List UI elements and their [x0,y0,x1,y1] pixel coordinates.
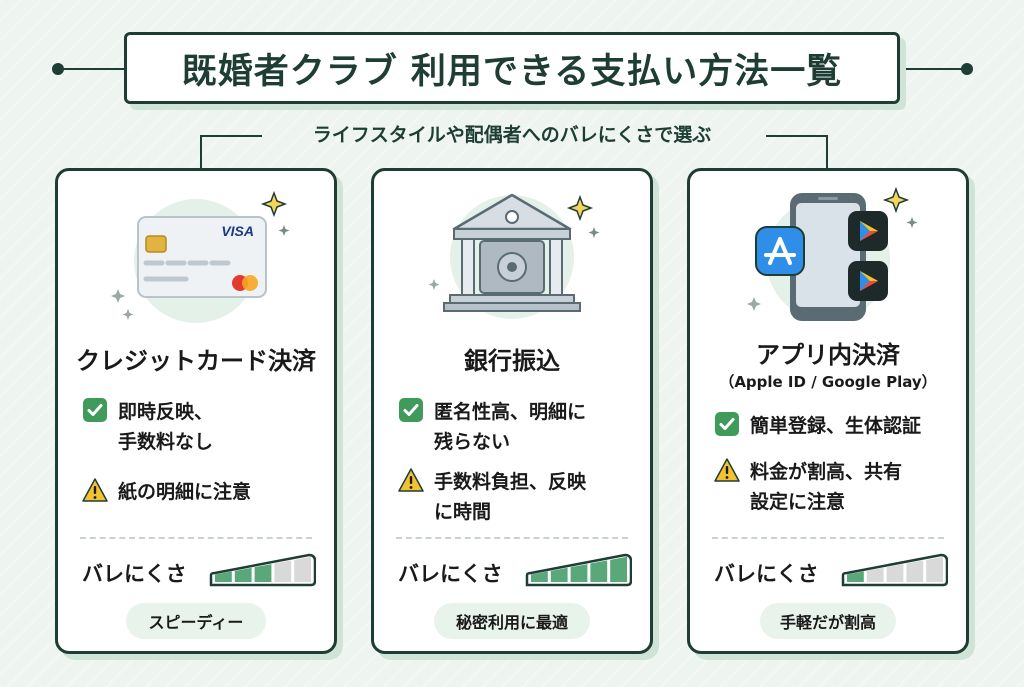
card-subtitle: （Apple ID / Google Play） [719,373,937,391]
title-rule-right [898,68,968,70]
con-text: 料金が割高、共有 [750,461,903,483]
meter-label: バレにくさ [82,562,187,586]
meter-segment-empty [866,567,884,582]
con-text: 紙の明細に注意 [118,481,252,503]
meter-segment-filled [254,564,272,582]
divider [712,537,944,539]
pro-point: 簡単登録、生体認証 [714,411,960,441]
stealth-meter [525,553,632,587]
checkmark-icon [715,412,739,436]
stealth-meter [209,553,316,587]
smartphone-app-store-icon [747,186,918,321]
meter-segment-filled [550,567,568,582]
tag-pill: 秘密利用に最適 [434,603,590,639]
subtitle-bracket-right [766,135,828,169]
card-credit-card: VISA クレジットカード決済 即時反映、手数料なし 紙の明細に注意 バレにくさ… [55,168,337,654]
card-title: 銀行振込 [464,347,560,375]
card-bank-transfer: 銀行振込 匿名性高、明細に残らない 手数料負担、反映に時間 バレにくさ 秘密利用… [371,168,653,654]
meter-segment-filled [570,564,588,582]
stealth-meter [841,553,948,587]
meter-segment-filled [215,571,232,582]
meter-segment-empty [926,556,943,582]
tag-pill: 手軽だが割高 [760,603,896,639]
page-subtitle: ライフスタイルや配偶者へのバレにくさで選ぶ [312,124,712,146]
con-point: 手数料負担、反映に時間 [398,467,644,527]
card-title: アプリ内決済 [756,341,900,369]
pro-text: 即時反映、 [118,401,214,423]
meter-segment-filled [847,571,864,582]
pro-point: 即時反映、手数料なし [82,397,328,457]
meter-segment-filled [610,556,627,582]
meter-segment-empty [886,564,904,582]
meter-segment-empty [906,560,924,582]
pro-text: 匿名性高、明細に [434,401,587,423]
pro-text: 手数料なし [118,431,214,453]
tag-pill: スピーディー [126,603,266,639]
divider [396,537,628,539]
bank-vault-icon [428,193,600,319]
meter-segment-empty [294,556,311,582]
meter-label: バレにくさ [398,562,503,586]
meter-segment-filled [234,567,252,582]
meter-segment-filled [590,560,608,582]
warning-icon [82,478,108,502]
subtitle-bracket-left [200,135,262,169]
con-text: 手数料負担、反映 [434,471,587,493]
svg-text:VISA: VISA [221,223,254,239]
credit-card-icon: VISA [111,190,290,323]
pro-text: 残らない [434,431,511,453]
con-text: に時間 [434,501,492,523]
meter-segment-empty [274,560,292,582]
checkmark-icon [83,398,107,422]
con-text: 設定に注意 [750,491,846,513]
card-in-app-purchase: アプリ内決済 （Apple ID / Google Play） 簡単登録、生体認… [687,168,969,654]
warning-icon [398,468,424,492]
pro-text: 簡単登録、生体認証 [750,415,922,437]
con-point: 料金が割高、共有設定に注意 [714,457,960,517]
con-point: 紙の明細に注意 [82,477,328,507]
pro-point: 匿名性高、明細に残らない [398,397,644,457]
warning-icon [714,458,740,482]
title-rule-right-dot [961,63,973,75]
title-rule-left-dot [52,63,64,75]
checkmark-icon [399,398,423,422]
meter-label: バレにくさ [714,562,819,586]
page-title: 既婚者クラブ 利用できる支払い方法一覧 [181,51,843,92]
title-banner: 既婚者クラブ 利用できる支払い方法一覧 [124,32,900,104]
meter-segment-filled [531,571,548,582]
card-title: クレジットカード決済 [76,347,316,375]
title-rule-left [56,68,126,70]
divider [80,537,312,539]
